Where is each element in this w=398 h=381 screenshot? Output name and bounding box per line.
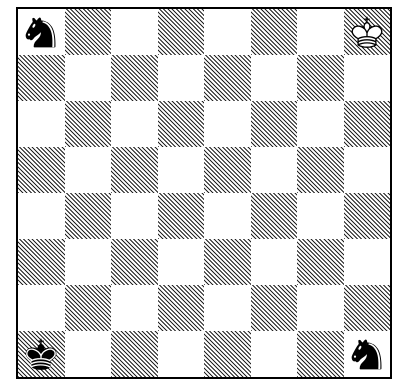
square-a5[interactable] [18, 147, 65, 193]
square-b8[interactable] [65, 9, 112, 55]
square-h3[interactable] [344, 239, 391, 285]
square-d5[interactable] [158, 147, 205, 193]
square-a6[interactable] [18, 101, 65, 147]
square-h6[interactable] [344, 101, 391, 147]
square-c5[interactable] [111, 147, 158, 193]
square-f1[interactable] [251, 331, 298, 377]
square-e2[interactable] [204, 285, 251, 331]
square-g7[interactable] [297, 55, 344, 101]
square-c4[interactable] [111, 193, 158, 239]
square-a2[interactable] [18, 285, 65, 331]
square-d2[interactable] [158, 285, 205, 331]
square-e4[interactable] [204, 193, 251, 239]
square-g6[interactable] [297, 101, 344, 147]
square-h8[interactable] [344, 9, 391, 55]
square-b7[interactable] [65, 55, 112, 101]
square-h2[interactable] [344, 285, 391, 331]
square-e6[interactable] [204, 101, 251, 147]
square-a4[interactable] [18, 193, 65, 239]
square-b4[interactable] [65, 193, 112, 239]
square-f8[interactable] [251, 9, 298, 55]
square-b2[interactable] [65, 285, 112, 331]
square-e3[interactable] [204, 239, 251, 285]
black-knight-icon[interactable] [344, 331, 391, 377]
square-h7[interactable] [344, 55, 391, 101]
square-c1[interactable] [111, 331, 158, 377]
square-a3[interactable] [18, 239, 65, 285]
square-e1[interactable] [204, 331, 251, 377]
square-g2[interactable] [297, 285, 344, 331]
square-f7[interactable] [251, 55, 298, 101]
square-a7[interactable] [18, 55, 65, 101]
square-f4[interactable] [251, 193, 298, 239]
square-e8[interactable] [204, 9, 251, 55]
square-e7[interactable] [204, 55, 251, 101]
square-b3[interactable] [65, 239, 112, 285]
black-knight-icon[interactable] [18, 9, 65, 55]
square-g3[interactable] [297, 239, 344, 285]
square-f3[interactable] [251, 239, 298, 285]
square-g4[interactable] [297, 193, 344, 239]
square-h4[interactable] [344, 193, 391, 239]
square-h5[interactable] [344, 147, 391, 193]
square-d7[interactable] [158, 55, 205, 101]
square-a8[interactable] [18, 9, 65, 55]
square-f5[interactable] [251, 147, 298, 193]
square-d3[interactable] [158, 239, 205, 285]
square-e5[interactable] [204, 147, 251, 193]
square-g8[interactable] [297, 9, 344, 55]
square-c3[interactable] [111, 239, 158, 285]
square-a1[interactable] [18, 331, 65, 377]
chess-board [16, 7, 392, 379]
square-d1[interactable] [158, 331, 205, 377]
square-f6[interactable] [251, 101, 298, 147]
square-d6[interactable] [158, 101, 205, 147]
square-c2[interactable] [111, 285, 158, 331]
square-f2[interactable] [251, 285, 298, 331]
square-c6[interactable] [111, 101, 158, 147]
square-c8[interactable] [111, 9, 158, 55]
square-b6[interactable] [65, 101, 112, 147]
black-king-icon[interactable] [18, 331, 65, 377]
white-king-icon[interactable] [344, 9, 391, 55]
square-b5[interactable] [65, 147, 112, 193]
square-h1[interactable] [344, 331, 391, 377]
square-g5[interactable] [297, 147, 344, 193]
square-c7[interactable] [111, 55, 158, 101]
square-g1[interactable] [297, 331, 344, 377]
square-d4[interactable] [158, 193, 205, 239]
square-d8[interactable] [158, 9, 205, 55]
square-b1[interactable] [65, 331, 112, 377]
